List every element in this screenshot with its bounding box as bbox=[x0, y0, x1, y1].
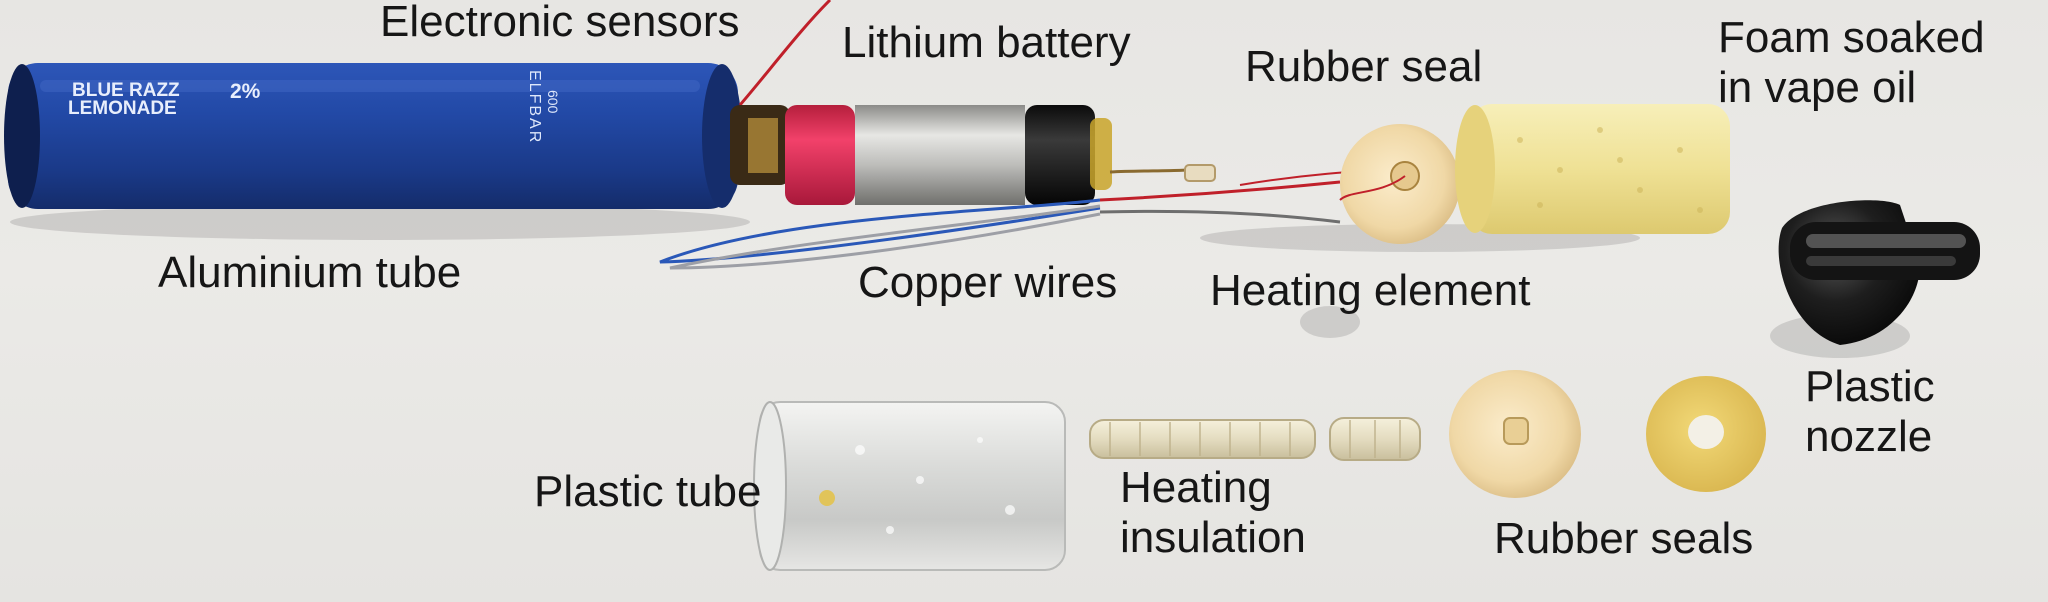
label-lithium-battery: Lithium battery bbox=[842, 18, 1131, 67]
foam-cylinder bbox=[1455, 104, 1730, 234]
lithium-battery bbox=[785, 105, 1112, 205]
flavor-line2: LEMONADE bbox=[68, 98, 177, 119]
label-foam-line2: in vape oil bbox=[1718, 63, 1917, 112]
label-plastic-nozzle: Plastic nozzle bbox=[1805, 362, 1935, 462]
label-heating-insulation-line2: insulation bbox=[1120, 513, 1306, 562]
sensor-wire bbox=[738, 0, 832, 106]
label-heating-element: Heating element bbox=[1210, 266, 1531, 315]
label-rubber-seal: Rubber seal bbox=[1245, 42, 1483, 91]
brand-text: ELFBAR bbox=[526, 70, 543, 144]
label-plastic-nozzle-line1: Plastic bbox=[1805, 362, 1935, 411]
label-electronic-sensors: Electronic sensors bbox=[380, 0, 740, 46]
flavor-line1: BLUE RAZZ bbox=[72, 80, 180, 101]
brand-print: ELFBAR 600 bbox=[526, 70, 561, 144]
rubber-seals bbox=[1449, 370, 1766, 498]
model-text: 600 bbox=[545, 90, 561, 114]
heating-insulation bbox=[1089, 417, 1421, 461]
sensor-board bbox=[730, 105, 790, 185]
label-heating-insulation: Heating insulation bbox=[1120, 463, 1306, 563]
label-plastic-tube: Plastic tube bbox=[534, 467, 762, 516]
aluminium-tube bbox=[4, 63, 742, 209]
label-heating-insulation-line1: Heating bbox=[1120, 463, 1272, 512]
label-rubber-seals: Rubber seals bbox=[1494, 514, 1754, 563]
copper-wires bbox=[659, 166, 1341, 270]
plastic-tube bbox=[753, 401, 1066, 571]
rubber-seal bbox=[1339, 124, 1460, 244]
label-foam: Foam soaked in vape oil bbox=[1718, 13, 1985, 113]
label-plastic-nozzle-line2: nozzle bbox=[1805, 412, 1933, 461]
label-copper-wires: Copper wires bbox=[858, 258, 1118, 307]
label-aluminium-tube: Aluminium tube bbox=[158, 248, 462, 297]
strength-text: 2% bbox=[230, 80, 261, 103]
plastic-nozzle bbox=[1778, 200, 1980, 345]
label-foam-line1: Foam soaked bbox=[1718, 13, 1985, 62]
